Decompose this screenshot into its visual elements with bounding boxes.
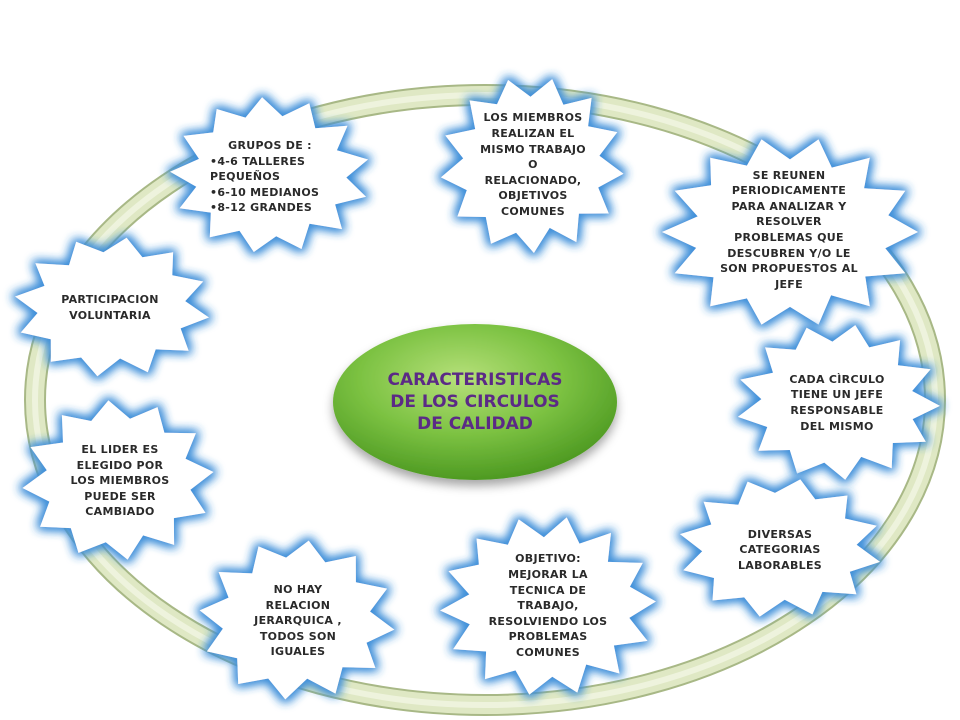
- node-reunen-text: SE REUNEN PERIODICAMENTE PARA ANALIZAR Y…: [714, 160, 864, 300]
- node-line: SE REUNEN: [752, 168, 826, 182]
- node-line: TECNICA DE: [509, 583, 587, 597]
- node-jefe-text: CADA CÌRCULO TIENE UN JEFE RESPONSABLE D…: [772, 368, 902, 438]
- node-line: TRABAJO,: [517, 599, 579, 613]
- node-line: VOLUNTARIA: [69, 309, 151, 322]
- node-line: RELACIONADO,: [484, 173, 582, 187]
- center-title-line: DE CALIDAD: [417, 414, 533, 435]
- node-line: REALIZAN EL: [491, 126, 575, 140]
- node-miembros-text: LOS MIEMBROS REALIZAN EL MISMO TRABAJO O…: [468, 105, 598, 225]
- node-line: NO HAY: [273, 582, 323, 596]
- burst-jefe: [737, 325, 940, 480]
- node-line: TIENE UN JEFE: [790, 388, 884, 402]
- node-line: CATEGORIAS: [739, 543, 821, 557]
- node-line: JERARQUICA ,: [254, 614, 342, 628]
- burst-objetivo: [440, 517, 656, 695]
- node-line: PROBLEMAS QUE: [734, 231, 844, 244]
- node-line: RESOLVIENDO LOS: [488, 614, 608, 628]
- node-grupos-text: GRUPOS DE : •4-6 TALLERES PEQUEÑOS •6-10…: [210, 132, 330, 222]
- node-heading: GRUPOS DE :: [228, 138, 312, 152]
- node-line: PARTICIPACION: [61, 293, 159, 307]
- node-line: MISMO TRABAJO: [480, 142, 586, 156]
- burst-categorias: [680, 479, 880, 617]
- node-line: PEQUEÑOS: [210, 170, 281, 184]
- burst-lider: [22, 400, 214, 560]
- node-line: RESPONSABLE: [790, 404, 884, 417]
- node-line: •4-6 TALLERES: [210, 154, 306, 168]
- node-line: OBJETIVO:: [515, 552, 581, 566]
- node-lider-text: EL LIDER ES ELEGIDO POR LOS MIEMBROS PUE…: [60, 437, 180, 525]
- node-line: PARA ANALIZAR Y: [731, 199, 847, 213]
- node-line: TODOS SON: [259, 629, 337, 643]
- node-line: COMUNES: [515, 646, 581, 660]
- node-line: OBJETIVOS: [498, 189, 568, 203]
- node-line: DIVERSAS: [747, 527, 813, 541]
- node-line: DESCUBREN Y/O LE: [727, 246, 851, 260]
- node-line: •8-12 GRANDES: [210, 201, 313, 215]
- node-line: PERIODICAMENTE: [731, 184, 847, 198]
- center-title-line: CARACTERISTICAS: [387, 369, 563, 390]
- node-line: CADA CÌRCULO: [789, 372, 885, 386]
- node-line: CAMBIADO: [85, 505, 155, 519]
- cycle-ring: [24, 84, 946, 716]
- node-line: EL LIDER ES: [81, 442, 159, 456]
- node-line: COMUNES: [500, 205, 566, 219]
- node-line: IGUALES: [270, 645, 326, 659]
- node-participacion-text: PARTICIPACION VOLUNTARIA: [50, 288, 170, 328]
- node-line: RELACION: [265, 598, 331, 612]
- node-objetivo-text: OBJETIVO: MEJORAR LA TECNICA DE TRABAJO,…: [478, 548, 618, 664]
- burst-participacion: [15, 237, 209, 377]
- burst-miembros: [440, 79, 624, 253]
- node-line: DEL MISMO: [800, 419, 874, 433]
- burst-grupos: [170, 97, 368, 252]
- node-line: LOS MIEMBROS: [70, 474, 170, 488]
- burst-layer: [15, 79, 940, 700]
- center-title-line: DE LOS CIRCULOS: [390, 391, 560, 412]
- center-title: CARACTERISTICAS DE LOS CIRCULOS DE CALID…: [385, 362, 565, 442]
- node-line: MEJORAR LA: [508, 567, 588, 581]
- node-line: SON PROPUESTOS AL: [720, 262, 858, 276]
- node-categorias-text: DIVERSAS CATEGORIAS LABORABLES: [720, 522, 840, 578]
- node-line: JEFE: [775, 277, 803, 291]
- node-line: PROBLEMAS: [508, 630, 588, 644]
- node-line: LABORABLES: [737, 558, 823, 572]
- node-jerarquica-text: NO HAY RELACION JERARQUICA , TODOS SON I…: [238, 578, 358, 664]
- node-line: RESOLVER: [756, 215, 822, 229]
- burst-jerarquica: [199, 540, 395, 700]
- node-line: PUEDE SER: [84, 489, 156, 503]
- node-line: LOS MIEMBROS: [483, 111, 583, 125]
- burst-reunen: [662, 139, 918, 325]
- center-ellipse: [333, 324, 617, 480]
- node-line: O: [528, 158, 538, 172]
- node-line: ELEGIDO POR: [76, 458, 164, 472]
- node-line: •6-10 MEDIANOS: [210, 185, 320, 199]
